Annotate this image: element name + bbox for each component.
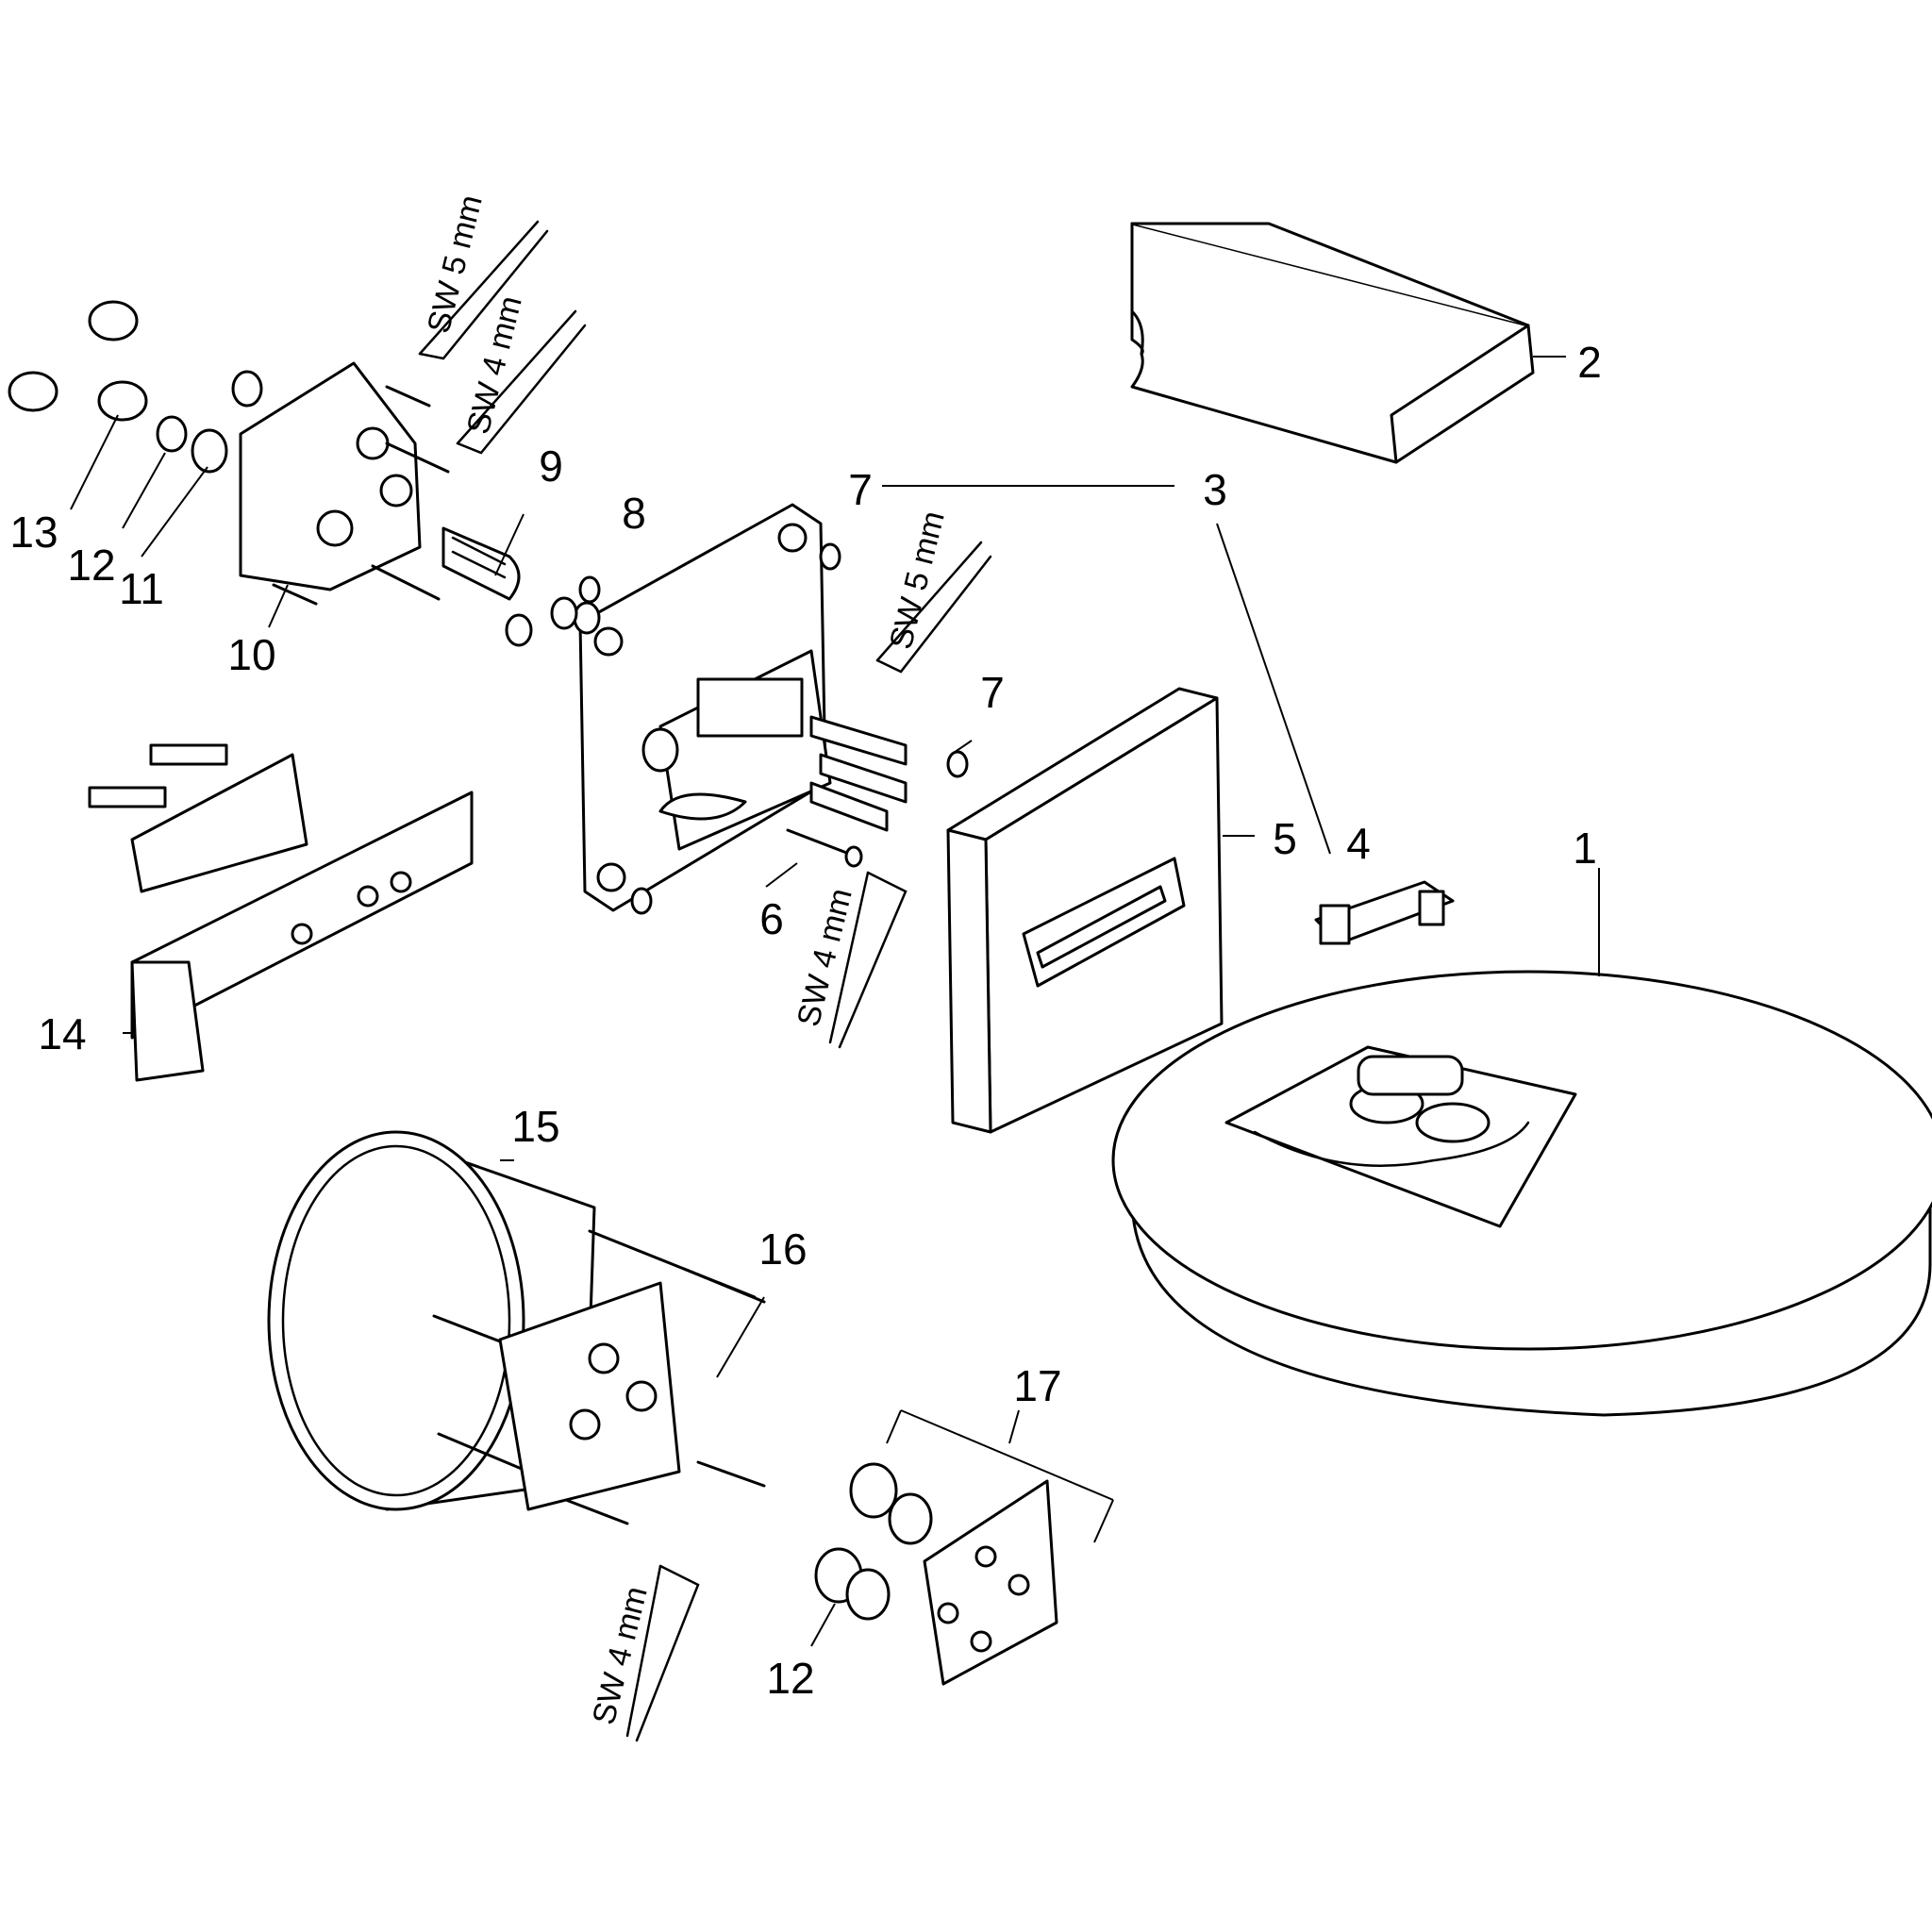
part-16-screws bbox=[432, 1229, 766, 1525]
o-ring-group-12-lower bbox=[814, 1462, 933, 1621]
o-ring-12-top bbox=[156, 415, 188, 453]
hex-key-mid-5mm bbox=[875, 541, 992, 674]
callout-8: 8 bbox=[622, 489, 646, 538]
callout-5: 5 bbox=[1273, 814, 1297, 863]
callout-11: 11 bbox=[119, 564, 164, 613]
strainer-13 bbox=[8, 300, 148, 422]
hex-key-top-4mm bbox=[456, 309, 587, 455]
callout-17: 17 bbox=[1013, 1361, 1061, 1410]
tool-label-sw4-bottom: SW 4 mm bbox=[586, 1583, 655, 1728]
tool-label-sw5-mid: SW 5 mm bbox=[883, 508, 952, 653]
callout-10: 10 bbox=[227, 630, 275, 679]
hex-key-top-5mm bbox=[418, 220, 549, 360]
callout-3: 3 bbox=[1203, 465, 1227, 514]
o-ring-group-7-8 bbox=[505, 542, 969, 915]
callout-15: 15 bbox=[511, 1102, 559, 1151]
part-6-screw bbox=[786, 828, 863, 868]
callout-7-right: 7 bbox=[980, 668, 1005, 717]
callout-9: 9 bbox=[539, 441, 563, 491]
callout-14: 14 bbox=[38, 1009, 86, 1058]
callout-4: 4 bbox=[1346, 819, 1371, 868]
callout-6: 6 bbox=[759, 894, 784, 943]
callout-12-top: 12 bbox=[67, 541, 115, 590]
callout-12-bottom: 12 bbox=[766, 1654, 814, 1703]
part-2-box bbox=[1130, 222, 1535, 464]
callout-13: 13 bbox=[9, 508, 58, 557]
hex-key-bottom-4mm bbox=[625, 1564, 700, 1742]
leader-lines bbox=[70, 356, 1600, 1647]
o-ring-top bbox=[231, 370, 263, 408]
tool-label-sw4-top: SW 4 mm bbox=[460, 292, 529, 438]
o-ring-11 bbox=[191, 428, 228, 474]
part-3-mounting-plate bbox=[578, 503, 908, 912]
callout-7-top: 7 bbox=[848, 465, 873, 514]
part-5-cover-plate bbox=[946, 687, 1224, 1134]
part-14-bracket bbox=[88, 743, 474, 1082]
callout-1: 1 bbox=[1573, 824, 1597, 873]
part-17-backplate bbox=[923, 1479, 1058, 1686]
callout-2: 2 bbox=[1577, 338, 1602, 387]
left-valve-body bbox=[239, 361, 521, 606]
hex-key-mid-4mm bbox=[828, 871, 908, 1049]
part-4-clip bbox=[1314, 880, 1455, 945]
callout-16: 16 bbox=[758, 1224, 807, 1274]
part-1-housing bbox=[1111, 970, 1932, 1417]
